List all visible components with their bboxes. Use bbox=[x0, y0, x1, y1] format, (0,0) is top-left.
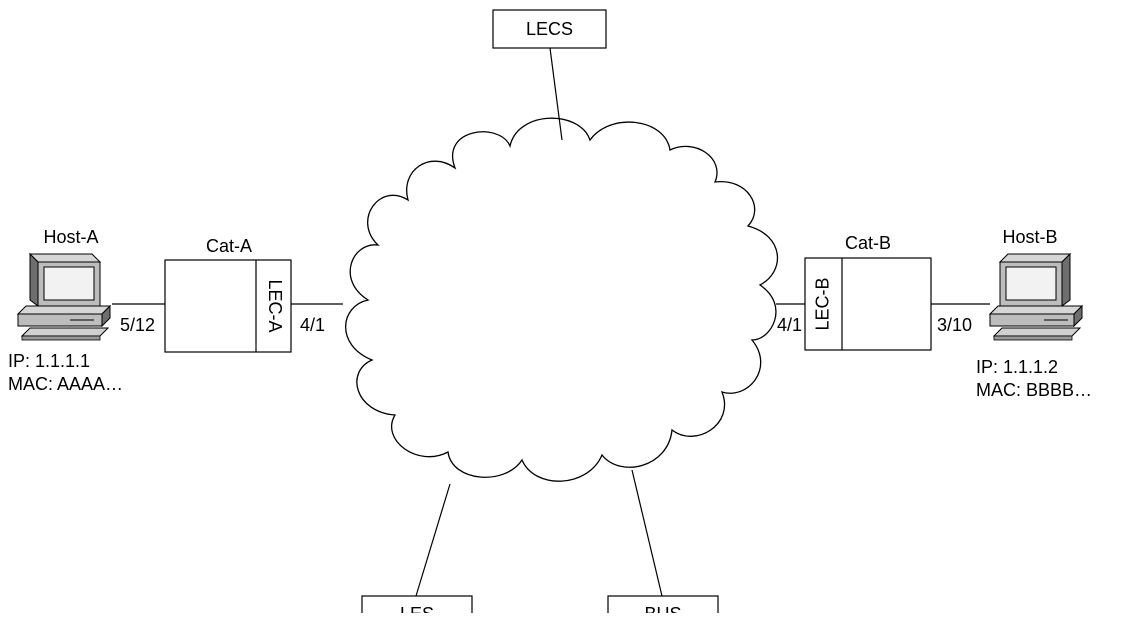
cat-b-box bbox=[804, 257, 932, 351]
cat-b-switch[interactable]: Cat-B LEC-B bbox=[804, 233, 932, 351]
cat-a-box bbox=[164, 259, 292, 353]
host-b-ip: IP: 1.1.1.2 bbox=[976, 357, 1058, 377]
lecs-server[interactable]: LECS bbox=[492, 9, 607, 49]
lecs-box bbox=[492, 9, 607, 49]
desktop-computer-icon bbox=[988, 252, 1084, 341]
host-b[interactable]: Host-B IP: 1.1.1.2 MAC: BBBB… bbox=[976, 227, 1092, 400]
cat-a-atm-port: 4/1 bbox=[300, 315, 325, 335]
host-a-ip: IP: 1.1.1.1 bbox=[8, 351, 90, 371]
host-a-mac: MAC: AAAA… bbox=[8, 374, 123, 394]
desktop-computer-icon bbox=[16, 252, 112, 341]
lecs-link bbox=[549, 47, 563, 141]
les-label: LES bbox=[400, 604, 434, 613]
les-link bbox=[415, 483, 451, 597]
lec-a-label: LEC-A bbox=[265, 279, 285, 332]
cat-a-label: Cat-A bbox=[206, 236, 252, 256]
lec-b-label: LEC-B bbox=[812, 277, 832, 330]
cat-b-atm-port: 4/1 bbox=[777, 315, 802, 335]
bus-label: BUS bbox=[644, 604, 681, 613]
atm-cloud-icon bbox=[345, 117, 779, 482]
cat-b-host-port: 3/10 bbox=[937, 315, 972, 335]
host-b-mac: MAC: BBBB… bbox=[976, 380, 1092, 400]
lecs-label: LECS bbox=[526, 19, 573, 39]
host-b-label: Host-B bbox=[1002, 227, 1057, 247]
les-server[interactable]: LES bbox=[361, 595, 473, 618]
bus-link bbox=[631, 469, 663, 597]
cat-a-switch[interactable]: Cat-A LEC-A bbox=[164, 236, 292, 353]
cat-b-label: Cat-B bbox=[845, 233, 891, 253]
bus-server[interactable]: BUS bbox=[607, 595, 719, 618]
cat-a-host-port: 5/12 bbox=[120, 315, 155, 335]
host-a[interactable]: Host-A IP: 1.1.1.1 MAC: AAAA… bbox=[8, 227, 123, 394]
host-a-label: Host-A bbox=[43, 227, 98, 247]
